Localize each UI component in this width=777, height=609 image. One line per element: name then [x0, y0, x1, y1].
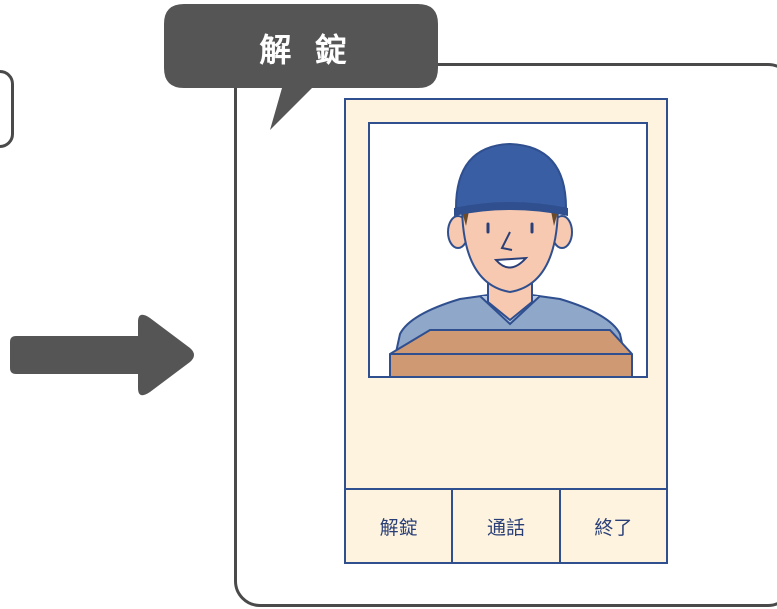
speech-bubble-icon: [164, 4, 438, 130]
previous-panel-edge: [0, 70, 14, 148]
monitor-button-row: 解錠 通話 終了: [346, 488, 666, 562]
talk-button[interactable]: 通話: [453, 490, 561, 562]
video-screen: [368, 122, 648, 378]
delivery-person-icon: [389, 142, 633, 376]
right-arrow-icon: [10, 314, 194, 396]
intercom-monitor: 解錠 通話 終了: [344, 98, 668, 564]
unlock-button[interactable]: 解錠: [346, 490, 454, 562]
callout-label: 解 錠: [259, 31, 353, 69]
end-button[interactable]: 終了: [594, 516, 633, 539]
